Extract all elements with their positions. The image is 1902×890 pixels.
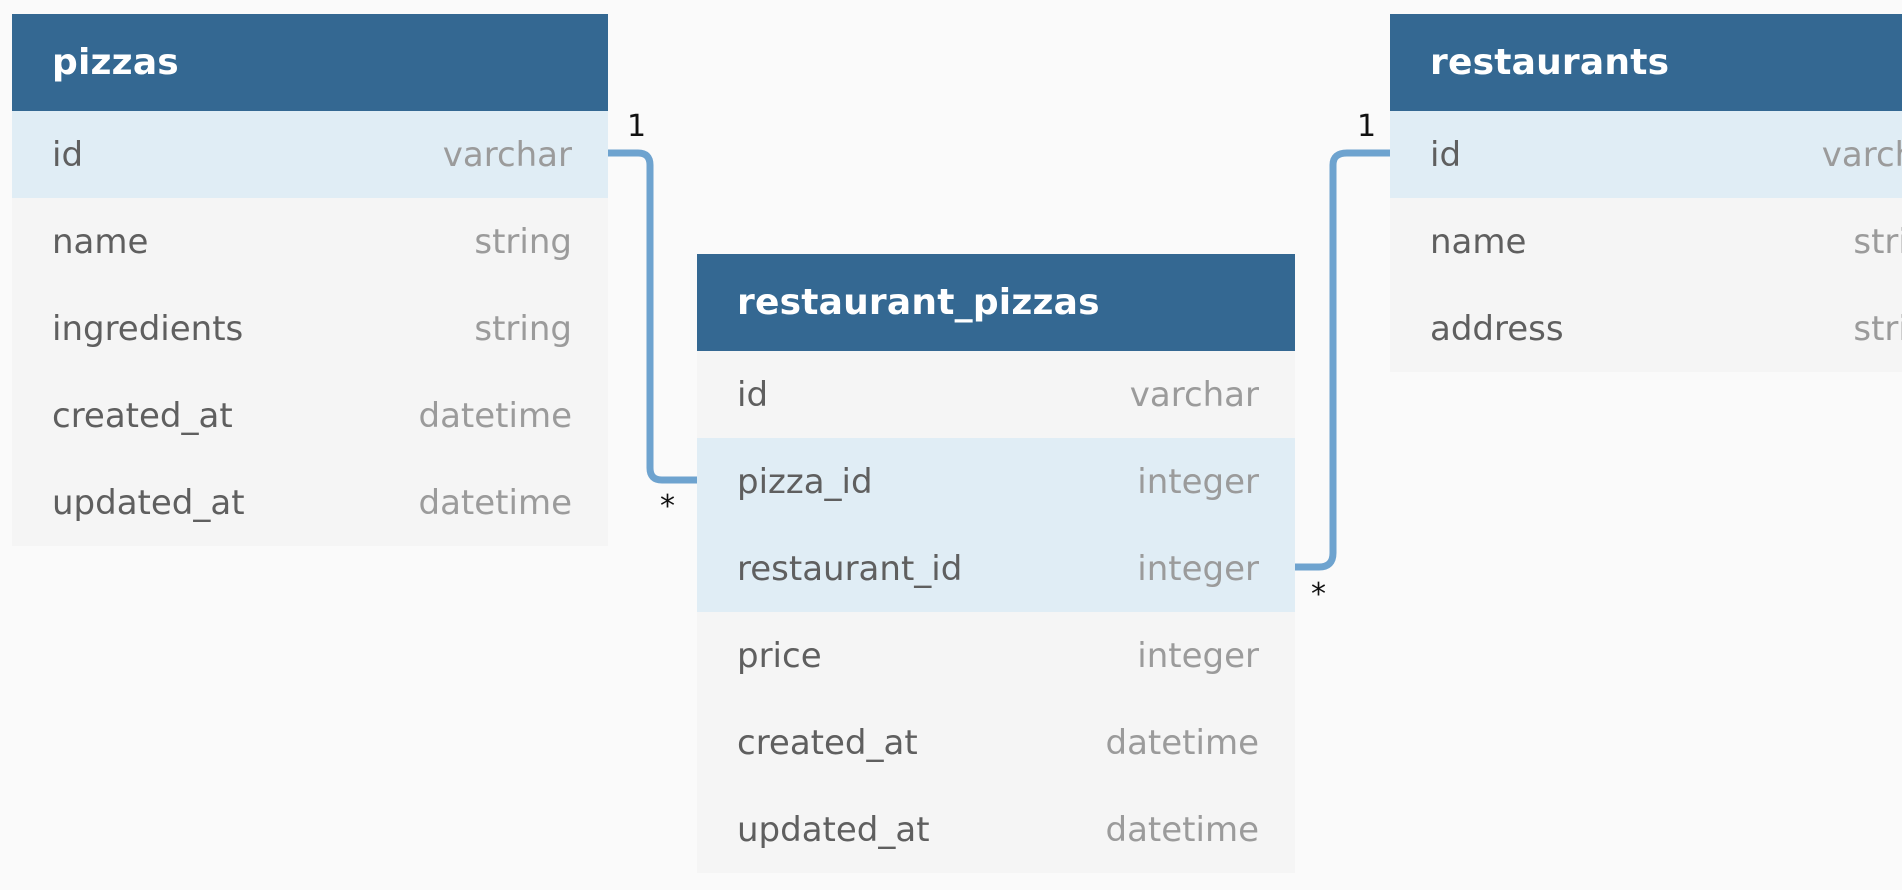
field-name: name [1430, 221, 1527, 262]
pizza-to-restaurant-pizzas-connector [604, 149, 701, 484]
restaurants-table[interactable]: restaurants id varchar name string addre… [1390, 14, 1902, 372]
restaurant-pizzas-row-id[interactable]: id varchar [697, 351, 1295, 438]
field-type: integer [1137, 548, 1259, 589]
field-type: datetime [1105, 722, 1259, 763]
field-name: ingredients [52, 308, 244, 349]
restaurant-pizzas-table-header[interactable]: restaurant_pizzas [697, 254, 1295, 351]
restaurant-pizzas-row-price[interactable]: price integer [697, 612, 1295, 699]
field-type: datetime [418, 395, 572, 436]
pizzas-row-id[interactable]: id varchar [12, 111, 608, 198]
restaurant-pizzas-row-created-at[interactable]: created_at datetime [697, 699, 1295, 786]
field-name: created_at [737, 722, 918, 763]
restaurants-row-address[interactable]: address string [1390, 285, 1902, 372]
field-name: pizza_id [737, 461, 873, 502]
field-name: price [737, 635, 822, 676]
field-name: id [1430, 134, 1462, 175]
pizza-one-cardinality: 1 [627, 109, 647, 144]
field-type: string [474, 308, 572, 349]
restaurant-pizzas-row-restaurant-id[interactable]: restaurant_id integer [697, 525, 1295, 612]
restaurant-pizzas-table[interactable]: restaurant_pizzas id varchar pizza_id in… [697, 254, 1295, 873]
pizzas-table-title: pizzas [52, 42, 179, 83]
field-name: name [52, 221, 149, 262]
field-type: datetime [1105, 809, 1259, 850]
field-name: created_at [52, 395, 233, 436]
pizza-many-cardinality: * [660, 489, 675, 524]
pizzas-row-created-at[interactable]: created_at datetime [12, 372, 608, 459]
field-type: integer [1137, 635, 1259, 676]
pizzas-row-updated-at[interactable]: updated_at datetime [12, 459, 608, 546]
pizzas-table[interactable]: pizzas id varchar name string ingredient… [12, 14, 608, 546]
restaurant-to-restaurant-pizzas-connector [1291, 149, 1394, 571]
restaurant-pizzas-row-pizza-id[interactable]: pizza_id integer [697, 438, 1295, 525]
field-type: string [474, 221, 572, 262]
restaurant-pizzas-table-title: restaurant_pizzas [737, 282, 1100, 323]
field-type: varchar [1129, 374, 1259, 415]
field-type: datetime [418, 482, 572, 523]
field-type: varchar [1821, 134, 1902, 175]
restaurant-many-cardinality: * [1311, 577, 1326, 612]
field-type: string [1853, 308, 1902, 349]
field-name: id [52, 134, 84, 175]
pizzas-table-header[interactable]: pizzas [12, 14, 608, 111]
field-type: string [1853, 221, 1902, 262]
restaurants-row-id[interactable]: id varchar [1390, 111, 1902, 198]
field-type: integer [1137, 461, 1259, 502]
field-name: updated_at [52, 482, 245, 523]
restaurants-table-header[interactable]: restaurants [1390, 14, 1902, 111]
restaurant-one-cardinality: 1 [1357, 109, 1377, 144]
field-name: address [1430, 308, 1564, 349]
field-name: restaurant_id [737, 548, 963, 589]
restaurant-pizzas-row-updated-at[interactable]: updated_at datetime [697, 786, 1295, 873]
field-type: varchar [442, 134, 572, 175]
pizzas-row-ingredients[interactable]: ingredients string [12, 285, 608, 372]
field-name: updated_at [737, 809, 930, 850]
restaurants-row-name[interactable]: name string [1390, 198, 1902, 285]
field-name: id [737, 374, 769, 415]
restaurants-table-title: restaurants [1430, 42, 1670, 83]
pizzas-row-name[interactable]: name string [12, 198, 608, 285]
